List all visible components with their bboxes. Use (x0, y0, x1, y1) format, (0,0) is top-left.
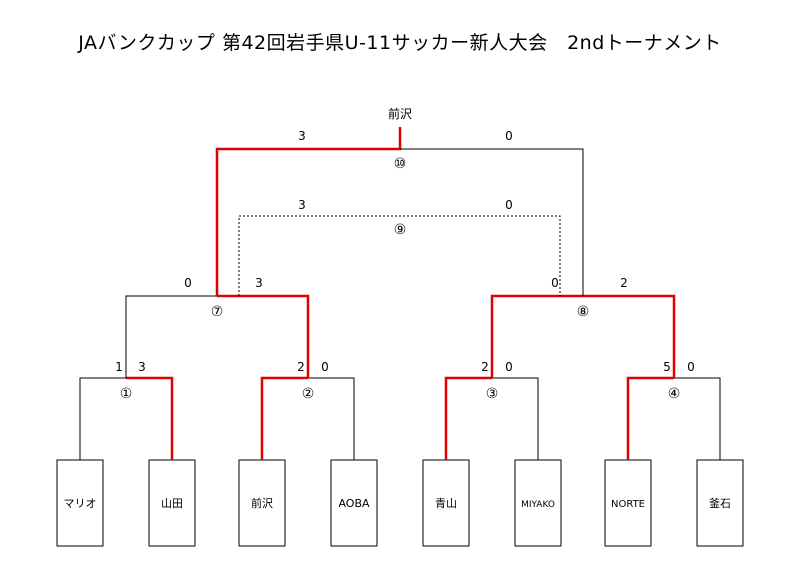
bracket-match-1 (79, 376, 174, 460)
team-name-7: NORTE (611, 499, 645, 510)
score-m2-right: 0 (321, 360, 329, 374)
bracket-match-8 (490, 294, 676, 378)
team-box-8 (696, 459, 744, 547)
bracket-match-2 (260, 376, 355, 460)
winner-label: 前沢 (388, 106, 412, 121)
team-box-3 (238, 459, 286, 547)
score-m9-right: 0 (505, 198, 513, 212)
score-m1-left: 1 (115, 360, 123, 374)
page-title: JAバンクカップ 第42回岩手県U-11サッカー新人大会 2ndトーナメント (78, 32, 722, 54)
bracket-match-10 (215, 127, 584, 296)
score-m8-right: 2 (620, 276, 628, 290)
match-label-7: ⑦ (211, 304, 224, 320)
bracket-match-4 (626, 376, 721, 460)
bracket-match-9 (238, 215, 561, 296)
team-box-4 (330, 459, 378, 547)
team-name-1: マリオ (64, 497, 97, 510)
team-name-8: 釜石 (709, 496, 731, 510)
score-m10-right: 0 (505, 129, 513, 143)
score-m3-right: 0 (505, 360, 513, 374)
score-m1-right: 3 (138, 360, 146, 374)
match-label-1: ① (120, 386, 133, 402)
match-label-2: ② (302, 386, 315, 402)
team-name-5: 青山 (435, 497, 457, 510)
score-m10-left: 3 (298, 129, 306, 143)
score-m2-left: 2 (297, 360, 305, 374)
team-box-2 (148, 459, 196, 547)
team-name-2: 山田 (161, 497, 183, 510)
team-name-4: AOBA (338, 497, 370, 510)
bracket-match-3 (444, 376, 539, 460)
match-label-9: ⑨ (394, 222, 407, 238)
team-name-3: 前沢 (251, 496, 273, 510)
score-m7-left: 0 (184, 276, 192, 290)
score-m7-right: 3 (255, 276, 263, 290)
match-label-10: ⑩ (394, 156, 407, 172)
score-m8-left: 0 (551, 276, 559, 290)
team-box-6 (514, 459, 562, 547)
score-m9-left: 3 (298, 198, 306, 212)
team-box-7 (604, 459, 652, 547)
score-m4-right: 0 (687, 360, 695, 374)
team-box-1 (56, 459, 104, 547)
score-m3-left: 2 (481, 360, 489, 374)
match-label-3: ③ (486, 386, 499, 402)
bracket-match-7 (125, 294, 310, 378)
match-label-8: ⑧ (577, 304, 590, 320)
match-label-4: ④ (668, 386, 681, 402)
team-name-6: MIYAKO (521, 500, 555, 510)
score-m4-left: 5 (663, 360, 671, 374)
